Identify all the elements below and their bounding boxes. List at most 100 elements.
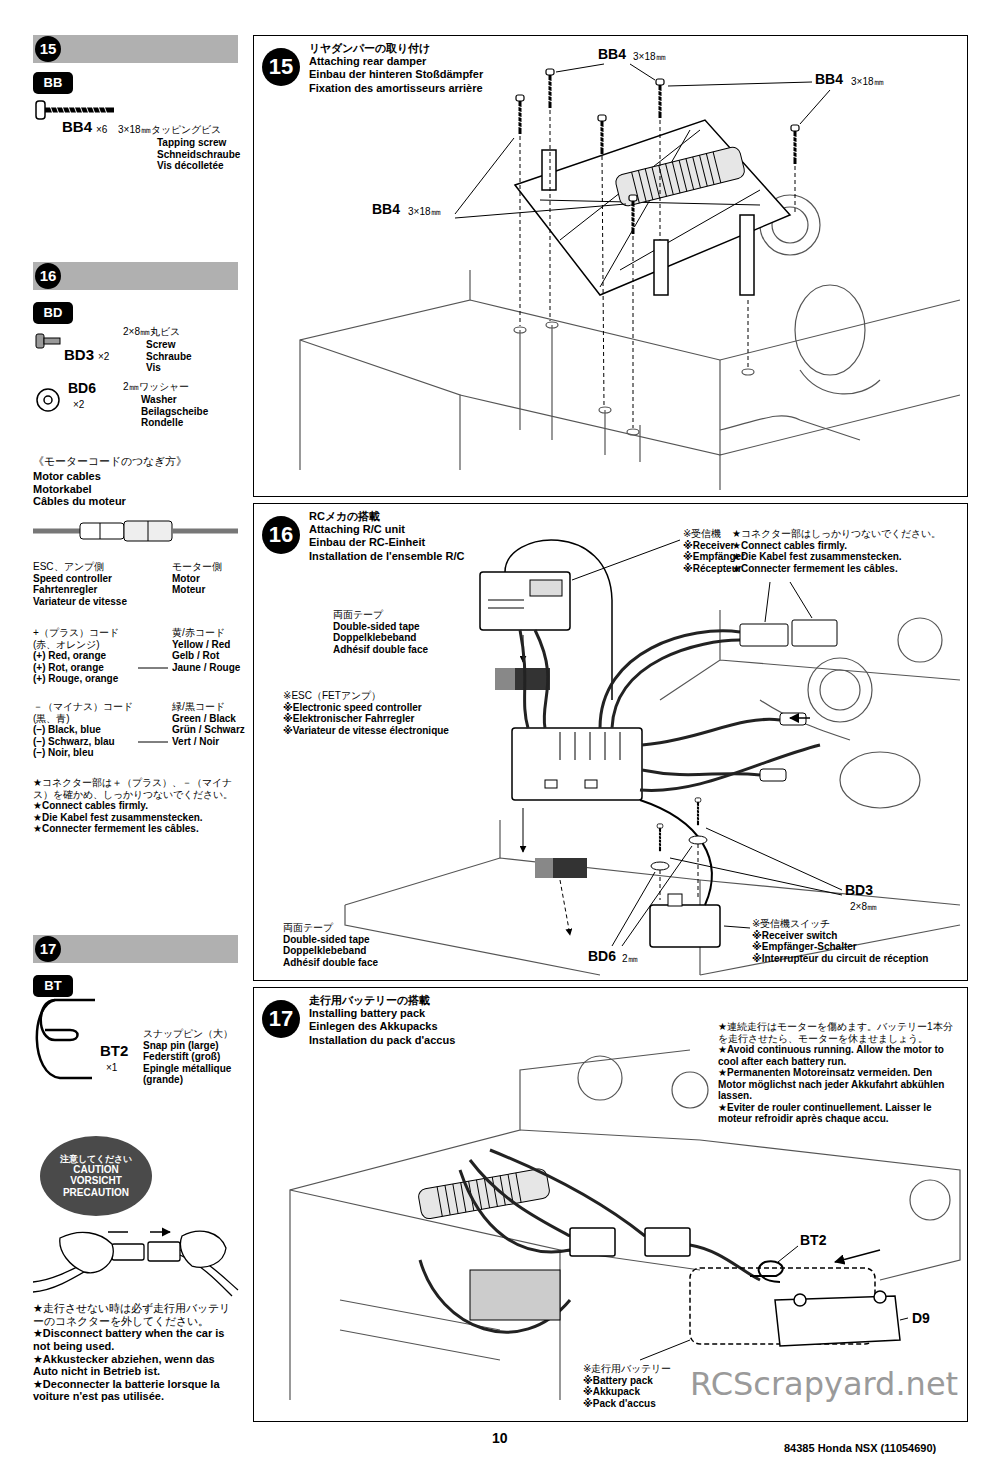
label-text: 84385 Honda NSX (11054690)	[784, 1442, 936, 1455]
label-text: Yellow / Red	[172, 639, 230, 651]
drawing-circle	[578, 1056, 622, 1100]
label-text: Moteur	[172, 584, 205, 596]
tag-node: BT	[33, 975, 73, 997]
label-text: Jaune / Rouge	[172, 662, 240, 674]
label-text: (–) Black, blue	[33, 724, 101, 736]
label-text: Tapping screw	[157, 137, 226, 149]
label-text: Snap pin (large)	[143, 1040, 219, 1052]
drawing-path	[460, 1170, 570, 1252]
label-text: 2×8㎜	[850, 901, 877, 913]
drawing-path	[290, 1050, 690, 1400]
drawing-path	[520, 630, 528, 728]
label-text: Motor cables	[33, 470, 101, 483]
label-text: Vert / Noir	[172, 736, 219, 748]
step-number: 17	[35, 936, 61, 962]
label-text: ★Akkustecker abziehen, wenn das Auto nic…	[33, 1353, 238, 1378]
label-text: Schneidschraube	[157, 149, 240, 161]
step-number: 16	[262, 516, 300, 554]
drawing-ellipse	[840, 752, 920, 808]
bd3-screw	[36, 334, 60, 348]
label-text: ※Pack d'accus	[583, 1398, 656, 1410]
step-title: Attaching rear damper	[309, 55, 483, 68]
step-node: 17	[262, 1000, 300, 1038]
drawing-use	[657, 824, 663, 851]
drawing-path	[640, 745, 820, 790]
step-number: 15	[262, 48, 300, 86]
step-node: 15	[262, 48, 300, 86]
label-text: Doppelklebeband	[283, 945, 366, 957]
drawing-rect	[480, 572, 570, 630]
drawing-path	[470, 300, 960, 360]
chassis-16	[345, 610, 960, 975]
label-text: Doppelklebeband	[333, 632, 416, 644]
label-text: Vis	[146, 362, 161, 374]
receiver	[480, 540, 612, 700]
label-text: ★Connecter fermement les câbles.	[33, 823, 199, 835]
bag-code: BB	[33, 72, 73, 94]
label-text: ★Die Kabel fest zusammenstecken.	[33, 812, 203, 824]
drawing-path	[750, 1261, 783, 1282]
drawing-use	[516, 95, 524, 134]
label-text: Motor	[172, 573, 200, 585]
label-text: Double-sided tape	[333, 621, 420, 633]
label-text: (赤、オレンジ)	[33, 639, 100, 651]
label-text: 両面テープ	[283, 922, 333, 934]
bag-code: BD	[33, 302, 73, 324]
drawing-path	[612, 846, 692, 946]
drawing-path	[290, 1190, 560, 1400]
label-text: ★Die Kabel fest zusammenstecken.	[732, 551, 902, 563]
motor-cable-connector	[33, 521, 238, 541]
label-text: BT2	[100, 1042, 128, 1059]
chassis-17	[290, 1050, 960, 1400]
label-text: ×2	[73, 399, 84, 411]
label-text: ※Interrupteur du circuit de réception	[752, 953, 928, 965]
label-text: ★Disconnect battery when the car is not …	[33, 1327, 238, 1352]
label-text: 3×18㎜タッピングビス	[118, 124, 221, 136]
label-text: Beilagscheibe	[141, 406, 208, 418]
drawing-rect	[112, 1244, 144, 1260]
bt2-pin	[750, 1261, 783, 1282]
drawing-circle	[672, 1072, 708, 1108]
step-heading: リヤダンパーの取り付けAttaching rear damperEinbau d…	[309, 42, 483, 95]
step-title: Installing battery pack	[309, 1007, 455, 1020]
connectors-16	[740, 620, 837, 781]
label-text: Adhésif double face	[333, 644, 428, 656]
drawing-line	[172, 529, 238, 534]
drawing-line	[523, 808, 524, 852]
drawing-line	[100, 523, 101, 539]
label-text: Green / Black	[172, 713, 236, 725]
drawing-path	[765, 582, 812, 622]
drawing-path	[800, 370, 880, 394]
bar-node: 17	[33, 935, 238, 963]
label-text: ×6	[96, 124, 107, 136]
drawing-path	[345, 858, 960, 905]
label-text: (–) Schwarz, blau	[33, 736, 115, 748]
step-title: Fixation des amortisseurs arrière	[309, 82, 483, 95]
drawing-path	[180, 1231, 226, 1267]
drawing-path	[520, 110, 795, 428]
label-text: (黒、青)	[33, 713, 70, 725]
label-text: ★Permanenten Motoreinsatz vermeiden. Den…	[718, 1067, 960, 1102]
label-text: ESC、アンプ側	[33, 561, 104, 573]
label-text: ※Empfänger-Schalter	[752, 941, 857, 953]
drawing-rect	[792, 620, 837, 646]
drawing-path	[470, 1160, 570, 1236]
drawing-path	[612, 640, 740, 728]
label-text: Screw	[146, 339, 175, 351]
drawing-use	[598, 115, 606, 154]
drawing-path	[490, 1150, 645, 1236]
label-text: ※Akkupack	[583, 1386, 640, 1398]
drawing-path	[700, 925, 960, 975]
bd6-washer	[37, 389, 59, 411]
drawing-path	[488, 600, 524, 608]
drawing-rect	[668, 894, 682, 906]
drawing-path	[455, 138, 626, 218]
drawing-use	[546, 69, 554, 108]
step-number: 16	[35, 263, 61, 289]
bar-node: 15	[33, 35, 238, 63]
label-text: Câbles du moteur	[33, 495, 126, 508]
drawing-ellipse	[514, 327, 526, 333]
label-text: 10	[492, 1430, 508, 1446]
